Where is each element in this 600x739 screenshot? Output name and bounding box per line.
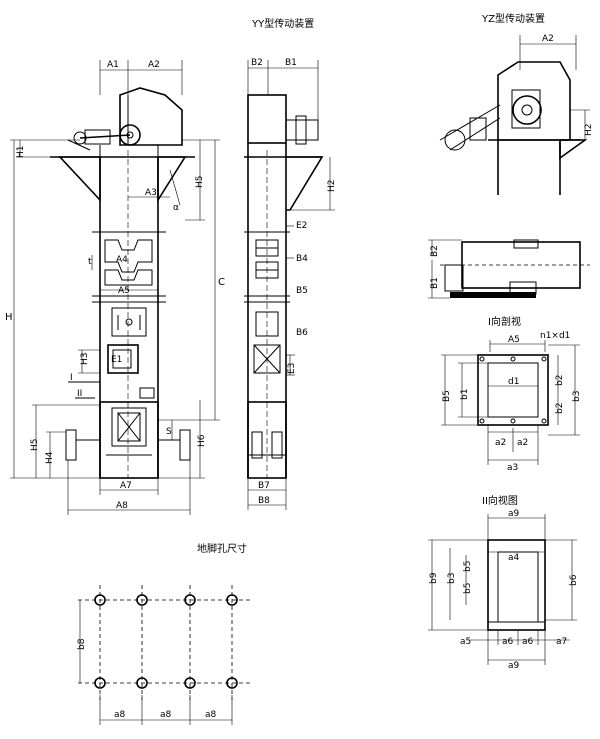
dim-a4: a4	[508, 553, 520, 563]
dim-A8: A8	[116, 501, 128, 511]
dim-a8-1: a8	[114, 710, 126, 720]
dim-B2-plan: B2	[430, 245, 440, 257]
dim-b3-ii: b3	[447, 573, 457, 584]
dim-H2-side: H2	[327, 180, 337, 193]
angle-alpha: α	[173, 203, 179, 213]
dim-B1-plan: B1	[430, 277, 440, 289]
anchor-hole	[94, 677, 106, 689]
dim-H4: H4	[45, 451, 55, 464]
dim-d1: d1	[508, 377, 519, 387]
dim-a8-3: a8	[205, 710, 217, 720]
dim-A2-yz: A2	[542, 34, 554, 44]
dim-B1: B1	[285, 58, 297, 68]
dim-E2: E2	[296, 221, 307, 231]
dim-H3: H3	[80, 353, 90, 366]
dim-B6: B6	[296, 328, 308, 338]
dim-H: H	[5, 312, 13, 323]
yz-drive-view: A2 H2	[439, 34, 594, 195]
dim-a2-left: a2	[495, 438, 506, 448]
title-yy-drive: YY型传动装置	[251, 17, 314, 30]
arrow-II: II	[77, 389, 82, 399]
dim-H1: H1	[16, 146, 26, 159]
dim-E3: E3	[287, 363, 297, 374]
dim-B5-sec: B5	[442, 390, 452, 402]
anchor-hole	[226, 677, 238, 689]
dim-A3: A3	[145, 188, 157, 198]
view-ii: a9 a4 b9 b3 b5 b5 b6 a5 a6 a6 a7 a9	[428, 509, 579, 671]
front-view: A1 A2 A4 t A5 A3	[5, 60, 225, 515]
dim-a5: a5	[460, 637, 471, 647]
dim-H2-yz: H2	[584, 124, 594, 137]
dim-E1: E1	[111, 355, 122, 365]
dim-B7: B7	[258, 481, 270, 491]
dim-A2: A2	[148, 60, 160, 70]
anchor-hole	[184, 677, 196, 689]
dim-b5-top: b5	[463, 561, 473, 572]
dim-b1: b1	[460, 389, 470, 400]
dim-B8: B8	[258, 496, 270, 506]
dim-A5: A5	[118, 286, 130, 296]
dim-A4: A4	[116, 255, 128, 265]
dim-H5-right: H5	[195, 176, 205, 189]
yz-plan-view: B2 B1	[428, 239, 590, 299]
dim-A1: A1	[107, 60, 119, 70]
dim-b9: b9	[429, 572, 439, 584]
dim-b3-sec: b3	[572, 391, 582, 402]
dim-b8: b8	[77, 638, 87, 650]
side-view: B2 B1 H2 E2 B4 B5 B6 E3	[244, 58, 337, 510]
anchor-hole	[136, 594, 148, 606]
dim-a6-right: a6	[522, 637, 534, 647]
dim-a7: a7	[556, 637, 567, 647]
dim-n1d1: n1×d1	[540, 331, 570, 341]
dim-B5: B5	[296, 286, 308, 296]
title-view-ii: II向视图	[482, 494, 518, 507]
dim-b6: b6	[569, 574, 579, 586]
dim-t: t	[88, 257, 92, 267]
dim-B4: B4	[296, 254, 308, 264]
anchor-hole-plan: b8 a8 a8 a8	[77, 585, 250, 725]
anchor-hole	[136, 677, 148, 689]
dim-a8-2: a8	[160, 710, 172, 720]
anchor-hole	[184, 594, 196, 606]
dim-a6-left: a6	[502, 637, 514, 647]
dim-A7: A7	[120, 481, 132, 491]
dim-S: S	[166, 427, 172, 437]
title-view-i: I向剖视	[488, 315, 521, 328]
dim-b2-top: b2	[555, 375, 565, 386]
dim-a9-bot: a9	[508, 661, 520, 671]
dim-a2-right: a2	[517, 438, 528, 448]
anchor-hole	[226, 594, 238, 606]
anchor-hole	[94, 594, 106, 606]
dim-H6: H6	[197, 434, 207, 447]
section-i-view: A5 n1×d1 d1 b1 B5 b2 b2 b3 a2 a2 a3	[441, 331, 582, 473]
dim-C: C	[218, 277, 225, 288]
dim-H5-left: H5	[30, 439, 40, 452]
dim-a9-top: a9	[508, 509, 520, 519]
dim-a3: a3	[507, 463, 518, 473]
dim-A5-sec: A5	[508, 335, 520, 345]
title-yz-drive: YZ型传动装置	[481, 12, 545, 25]
dim-b2-bot: b2	[555, 403, 565, 414]
title-anchor-holes: 地脚孔尺寸	[197, 542, 247, 555]
dim-B2: B2	[251, 58, 263, 68]
dim-b5-bot: b5	[463, 583, 473, 594]
arrow-I: I	[70, 373, 73, 383]
